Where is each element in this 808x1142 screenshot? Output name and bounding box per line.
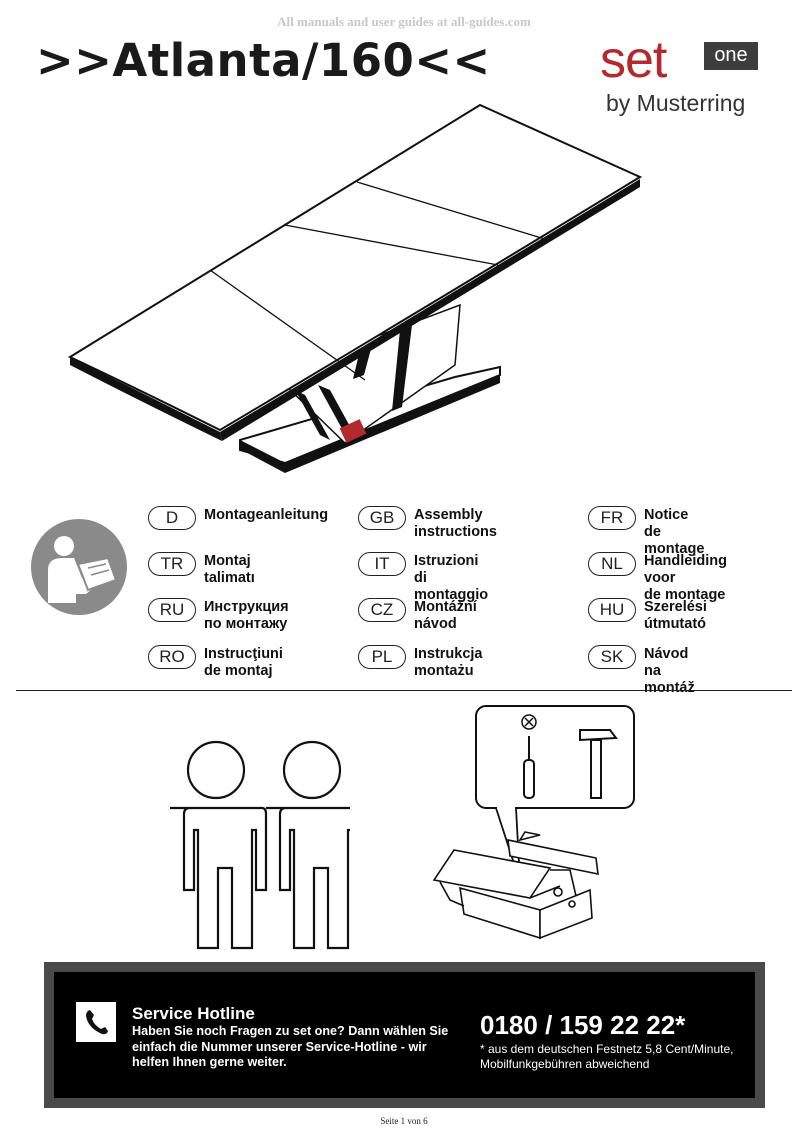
hotline-title: Service Hotline (132, 1004, 255, 1023)
brand-one: one (704, 42, 758, 70)
lang-label: Instrucţiuni de montaj (204, 646, 283, 679)
lang-label: Notice de montage (644, 507, 705, 557)
lang-code: RO (148, 645, 196, 669)
toolbox-icon (432, 831, 599, 940)
lang-code: CZ (358, 598, 406, 622)
two-persons-illustration (170, 740, 350, 950)
person-icon (266, 740, 350, 950)
lang-code: NL (588, 552, 636, 576)
lang-code: D (148, 506, 196, 530)
person-icon (170, 740, 268, 950)
page-number: Seite 1 von 6 (380, 1116, 428, 1126)
lang-code: IT (358, 552, 406, 576)
lang-label: Montážní návod (414, 599, 477, 632)
watermark: All manuals and user guides at all-guide… (277, 14, 531, 29)
reading-manual-icon (31, 519, 127, 615)
table-top (67, 103, 643, 441)
hammer-icon (579, 729, 618, 799)
phone-icon (76, 1002, 116, 1042)
lang-label: Szerelési útmutató (644, 599, 707, 632)
lang-label: Assembly instructions (414, 507, 497, 540)
tools-illustration (432, 705, 635, 940)
lang-label: Инструкция по монтажу (204, 599, 289, 632)
page-title: >>Atlanta/160<< (36, 34, 491, 87)
lang-label: Istruzioni di montaggio (414, 553, 489, 603)
lang-code: RU (148, 598, 196, 622)
hotline-text: Haben Sie noch Fragen zu set one? Dann w… (132, 1024, 449, 1069)
table-column (283, 303, 461, 444)
section-divider (16, 690, 792, 691)
service-hotline-box: Service Hotline Haben Sie noch Fragen zu… (44, 962, 765, 1108)
lang-code: TR (148, 552, 196, 576)
screwdriver-icon (523, 736, 535, 799)
brand-by: by Musterring (606, 90, 746, 116)
lang-code: SK (588, 645, 636, 669)
lang-label: Instrukcja montażu (414, 646, 483, 679)
brand-set: set (600, 31, 667, 89)
table-illustration (67, 103, 643, 473)
hotline-phone-number: 0180 / 159 22 22* (480, 1010, 686, 1040)
brand-logo: set one by Musterring (600, 31, 770, 130)
service-hotline-inner: Service Hotline Haben Sie noch Fragen zu… (54, 972, 755, 1098)
lang-label: Montaj talimatı (204, 553, 255, 586)
no-screwdriver-icon (521, 714, 537, 730)
lang-code: GB (358, 506, 406, 530)
lang-code: HU (588, 598, 636, 622)
lang-code: PL (358, 645, 406, 669)
lang-label: Montageanleitung (204, 507, 329, 523)
hotline-note: * aus dem deutschen Festnetz 5,8 Cent/Mi… (480, 1042, 734, 1071)
lang-code: FR (588, 506, 636, 530)
lang-label: Návod na montáž (644, 646, 695, 696)
lang-label: Handleiding voor de montage (644, 553, 727, 603)
